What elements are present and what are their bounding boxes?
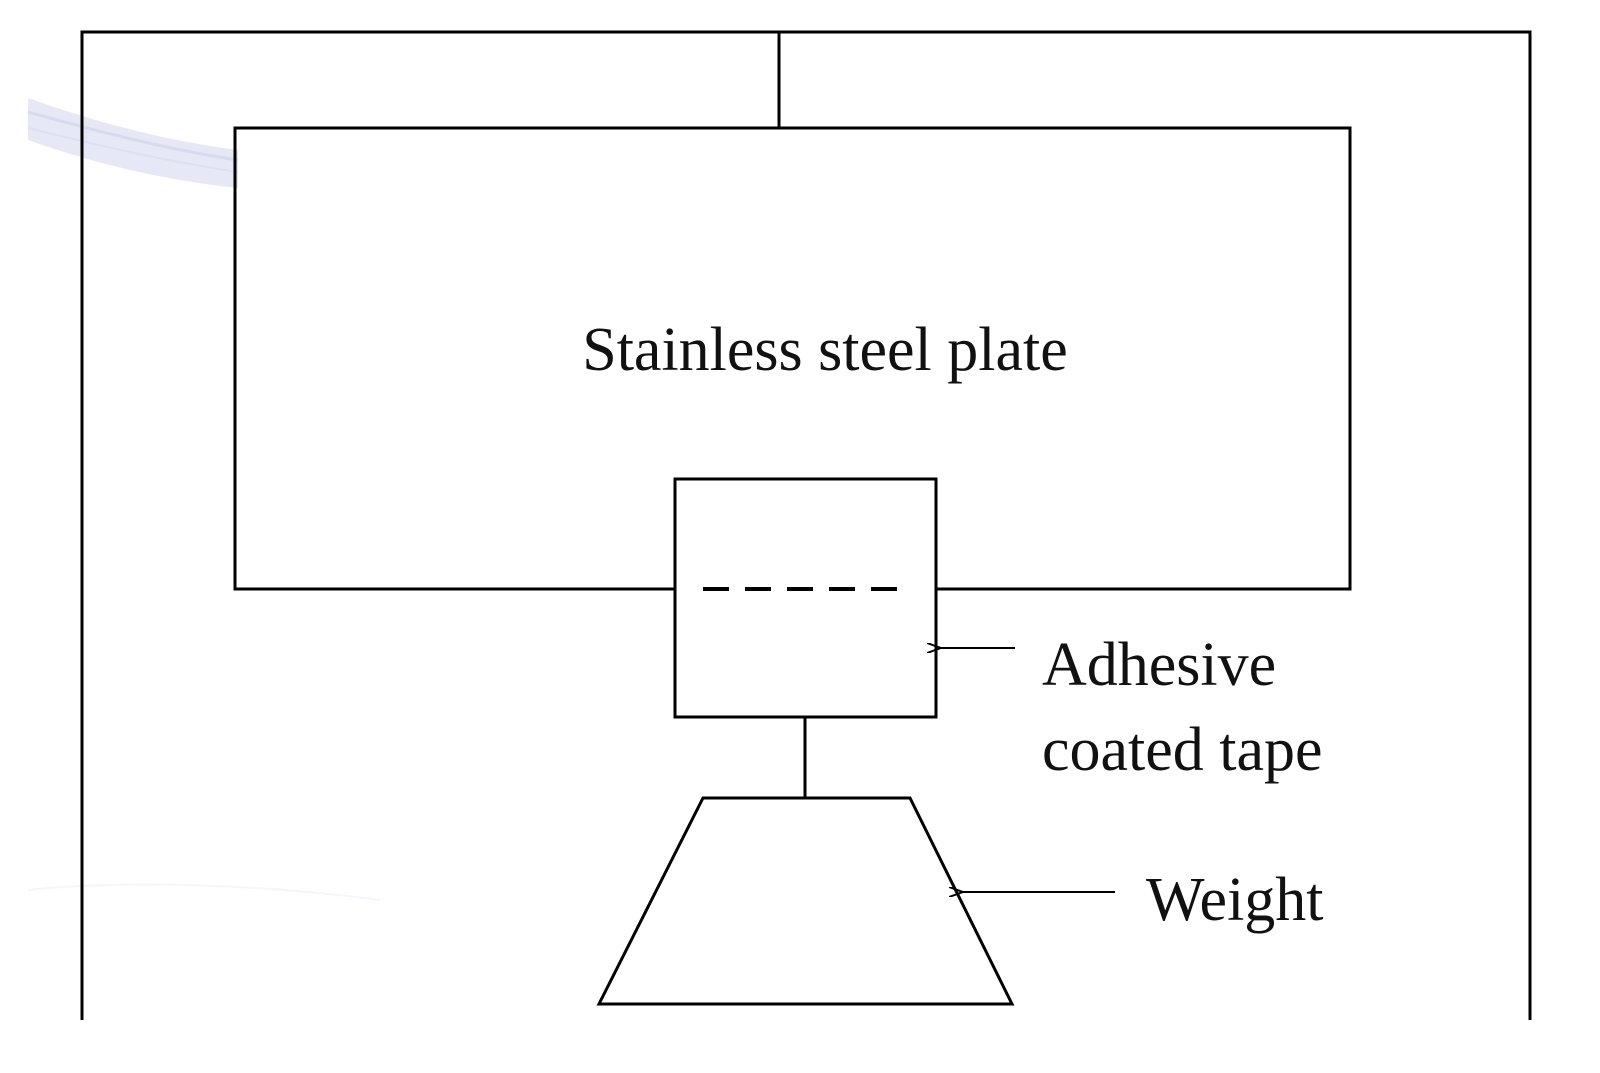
tape-label-line2: coated tape [1042,716,1323,784]
tape-label-line1: Adhesive [1042,631,1276,699]
plate-label: Stainless steel plate [582,316,1068,384]
support-frame [80,30,1532,1020]
adhesive-tape [673,477,938,719]
weight-label: Weight [1146,866,1324,934]
weight [596,796,1015,1006]
